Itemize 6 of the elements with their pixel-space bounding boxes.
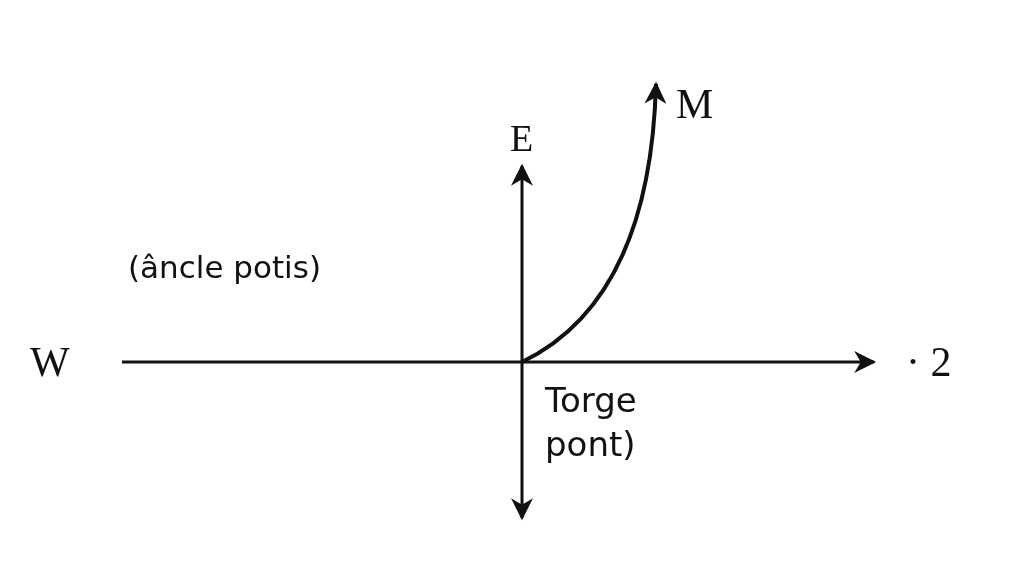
axis-label: M	[676, 80, 714, 129]
axis-label: E	[510, 117, 534, 161]
axis-label: W	[30, 338, 70, 387]
annotation-text: (âncle potis)	[128, 250, 321, 286]
axis-label: · 2	[906, 338, 952, 387]
annotation-text: Torge pont)	[545, 379, 638, 467]
